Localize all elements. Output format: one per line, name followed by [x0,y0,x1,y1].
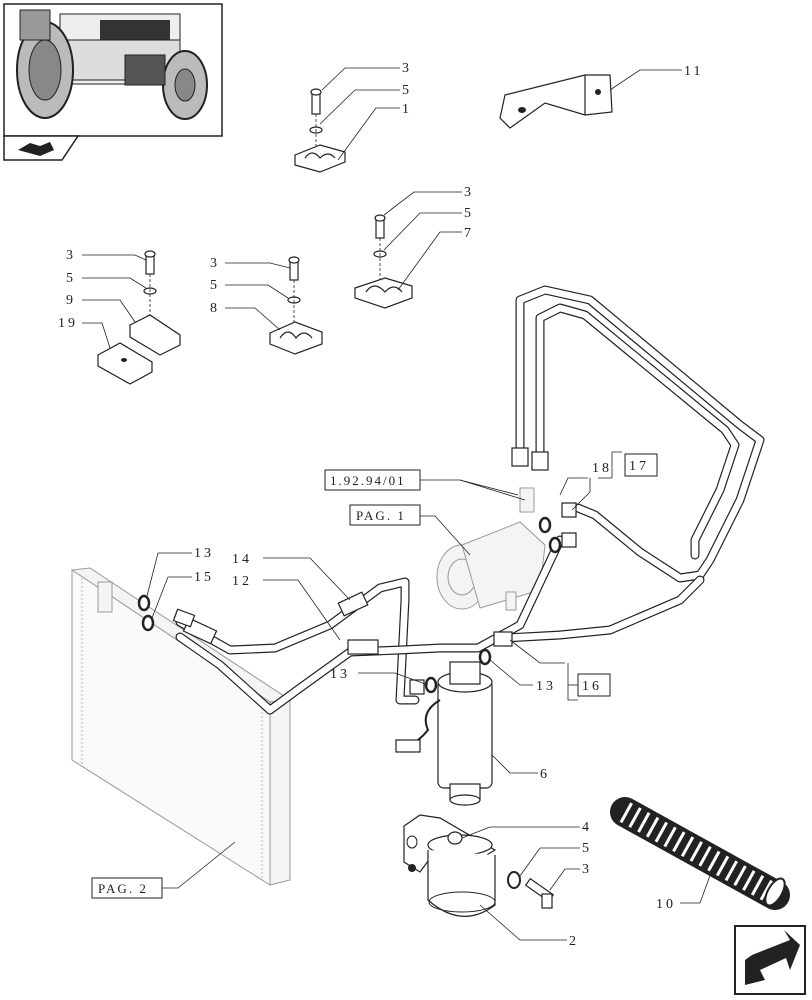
callout-4: 4 [582,820,592,835]
callout-6: 6 [540,767,550,782]
clip-7 [354,214,413,309]
o-rings [137,502,577,695]
callout-13: 13 [194,546,214,561]
ref-1-92-94-01: 1.92.94/01 [330,473,406,488]
callout-labels: 3 5 1 11 3 5 7 3 5 9 19 3 5 8 18 13 15 1… [58,61,703,949]
callout-3: 3 [402,61,412,76]
callout-5: 5 [66,271,76,286]
callout-3: 3 [582,862,592,877]
discharge-line [172,535,705,715]
tube-loop [511,285,765,583]
callout-7: 7 [464,226,474,241]
callout-11: 11 [684,64,703,79]
clip-8 [269,256,323,355]
bracket-11 [499,74,613,129]
clip-1 [294,88,346,173]
compressor [436,487,546,611]
callout-5: 5 [464,206,474,221]
callout-9: 9 [66,293,76,308]
callout-19: 19 [58,316,78,331]
callout-5: 5 [210,278,220,293]
callout-13: 13 [536,679,556,694]
callout-18: 18 [592,461,612,476]
callout-14: 14 [232,552,252,567]
leader-lines [82,67,713,941]
ref-pag-1: PAG. 1 [356,508,406,523]
clip-19 [97,342,153,385]
callout-15: 15 [194,570,214,585]
callout-3: 3 [66,248,76,263]
ref-pag-2: PAG. 2 [98,881,148,896]
next-page-arrow-icon[interactable] [734,925,806,995]
callout-3: 3 [464,185,474,200]
callout-12: 12 [232,574,252,589]
callout-1: 1 [402,102,412,117]
spiral-sleeve-10 [610,797,790,910]
tractor-thumbnail-icon [3,3,223,161]
callout-17: 17 [629,459,649,474]
receiver-drier-6 [395,661,493,806]
callout-10: 10 [656,897,676,912]
callout-13: 13 [330,667,350,682]
bracket-2-hardware [447,831,555,909]
callout-5: 5 [582,841,592,856]
reference-boxes: 1.92.94/01 PAG. 1 PAG. 2 17 16 [91,453,658,899]
bracket-2 [403,814,497,917]
callout-2: 2 [569,934,579,949]
callout-16: 16 [582,679,602,694]
clip-9 [129,250,181,356]
callout-8: 8 [210,301,220,316]
callout-3: 3 [210,256,220,271]
callout-5: 5 [402,83,412,98]
